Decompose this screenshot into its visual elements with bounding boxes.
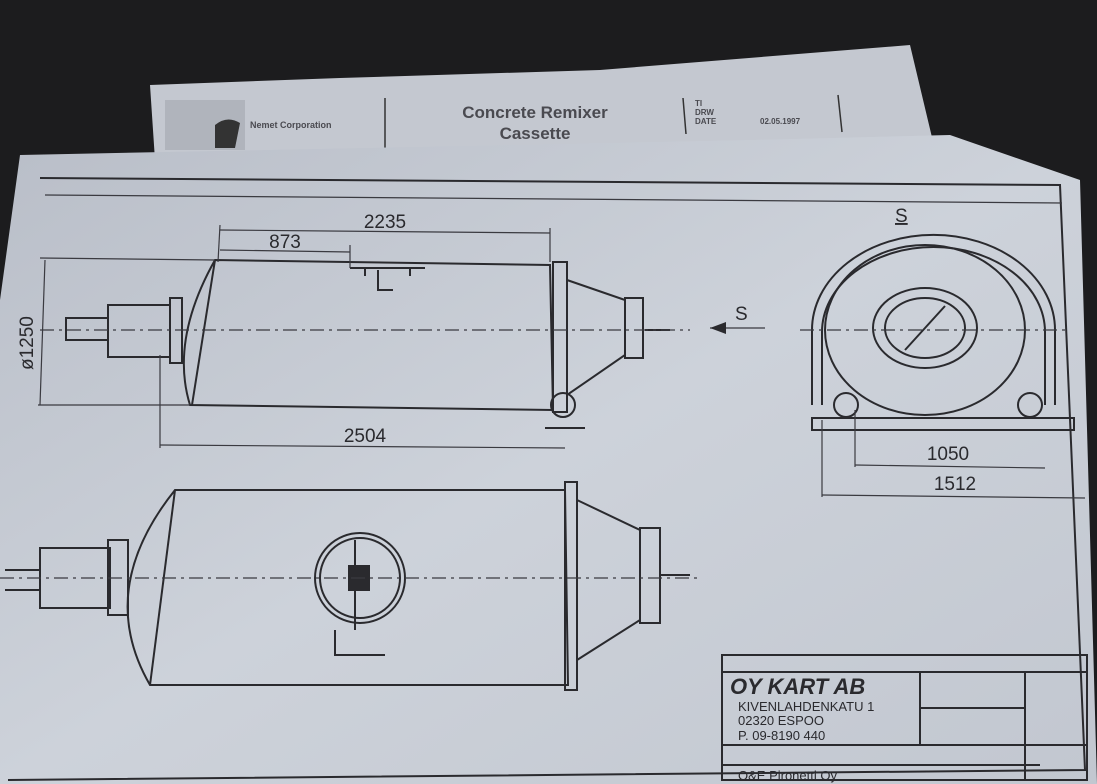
dim-2504: 2504 <box>344 426 387 447</box>
front-sheet <box>0 135 1097 784</box>
end-view: S 1050 1512 <box>800 206 1086 499</box>
back-sheet: Nemet Corporation Concrete Remixer Casse… <box>150 45 935 160</box>
top-view <box>0 481 700 691</box>
dim-1512: 1512 <box>934 474 976 495</box>
back-company: Nemet Corporation <box>250 120 332 130</box>
view-arrow-icon <box>710 322 726 334</box>
back-title-1: Concrete Remixer <box>462 103 608 122</box>
date-value: 02.05.1997 <box>760 117 801 126</box>
side-view: 2235 873 ø1250 2504 S <box>17 212 765 449</box>
view-label: S <box>895 206 908 227</box>
title-block: OY KART AB KIVENLAHDENKATU 1 02320 ESPOO… <box>721 654 1088 783</box>
tb-client: O&E Pironetti Oy <box>738 768 837 783</box>
tb-city: 02320 ESPOO <box>738 713 824 728</box>
tb-street: KIVENLAHDENKATU 1 <box>738 699 874 714</box>
dim-2235: 2235 <box>364 212 406 233</box>
dim-1050: 1050 <box>927 444 969 465</box>
dim-diameter: ø1250 <box>17 316 38 370</box>
dim-873: 873 <box>269 232 301 253</box>
back-title-2: Cassette <box>500 124 571 143</box>
tb-company: OY KART AB <box>730 674 865 699</box>
field-date: DATE <box>695 117 717 126</box>
arrow-label: S <box>735 304 748 325</box>
field-ti: TI <box>695 99 702 108</box>
tb-phone: P. 09-8190 440 <box>738 728 825 743</box>
company-logo-icon <box>215 119 240 148</box>
field-drw: DRW <box>695 108 714 117</box>
